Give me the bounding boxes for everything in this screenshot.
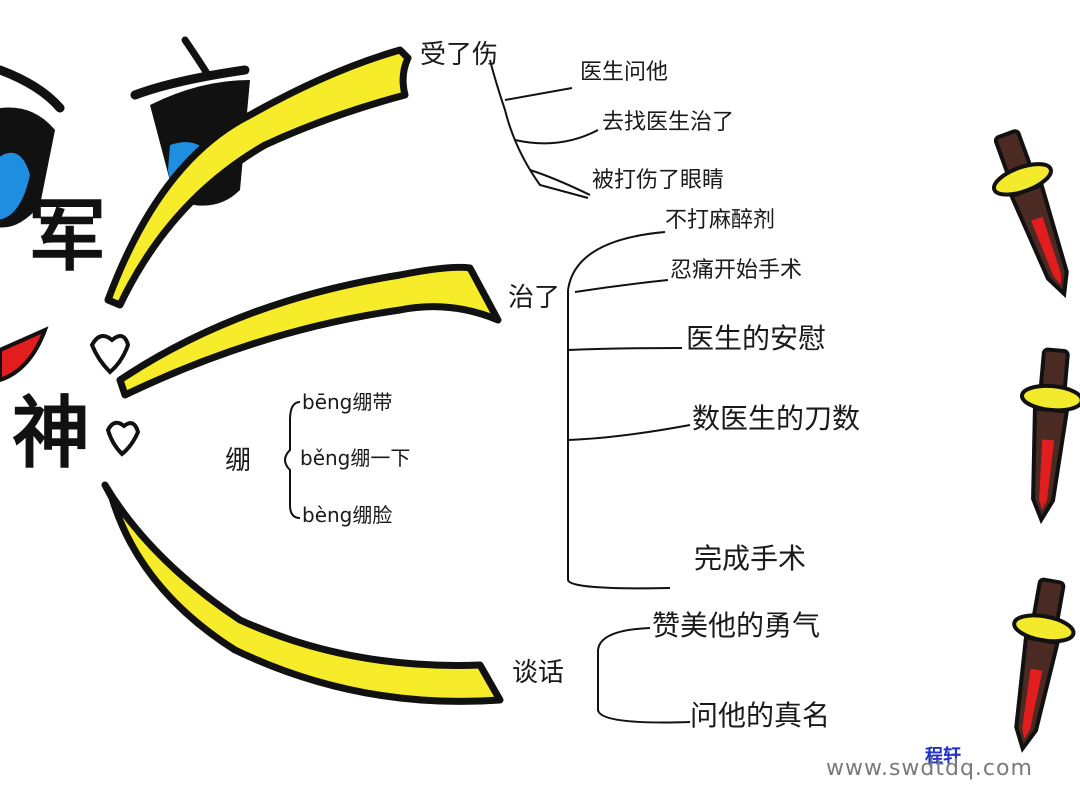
author-signature: 程轩 <box>925 746 961 767</box>
leaf-eye-injured: 被打伤了眼睛 <box>592 168 725 193</box>
branch-label-treated: 治了 <box>508 283 561 313</box>
branch-3-connectors <box>597 627 691 724</box>
red-mark-drawing <box>0 326 49 383</box>
central-title-char-2: 神 <box>12 388 91 479</box>
leaf-finish-surgery: 完成手术 <box>694 542 807 575</box>
heart-drawing <box>89 334 131 375</box>
left-eye-drawing <box>0 65 65 228</box>
vocab-item-1: bēng绷带 <box>302 390 393 414</box>
leaf-start-surgery: 忍痛开始手术 <box>670 258 803 283</box>
leaf-no-anesthesia: 不打麻醉剂 <box>665 208 776 233</box>
branch-arm-3 <box>101 481 504 705</box>
leaf-doctor-asks: 医生问他 <box>580 60 669 85</box>
vocab-brace <box>284 401 301 519</box>
sword-drawing <box>991 129 1069 299</box>
leaf-seek-doctor: 去找医生治了 <box>602 110 735 135</box>
branch-2-connectors <box>567 231 691 590</box>
sword-drawing <box>1012 577 1076 753</box>
branch-arm-1 <box>104 46 412 309</box>
sword-drawing <box>1020 347 1080 525</box>
leaf-doctor-comfort: 医生的安慰 <box>686 322 827 355</box>
leaf-count-cuts: 数医生的刀数 <box>692 402 861 435</box>
central-title-char-1: 军 <box>28 191 107 282</box>
vocab-character: 绷 <box>225 446 252 476</box>
heart-drawing <box>105 420 141 457</box>
branch-label-talk: 谈话 <box>512 658 565 688</box>
leaf-praise-courage: 赞美他的勇气 <box>652 609 821 642</box>
vocab-item-3: bèng绷脸 <box>302 503 393 527</box>
branch-label-injured: 受了伤 <box>420 40 499 70</box>
branch-1-connectors <box>489 59 599 199</box>
vocab-item-2: běng绷一下 <box>300 446 411 470</box>
branch-arm-2 <box>116 263 502 399</box>
leaf-ask-real-name: 问他的真名 <box>690 699 831 732</box>
site-watermark: www.swdtdq.com <box>826 756 1033 781</box>
